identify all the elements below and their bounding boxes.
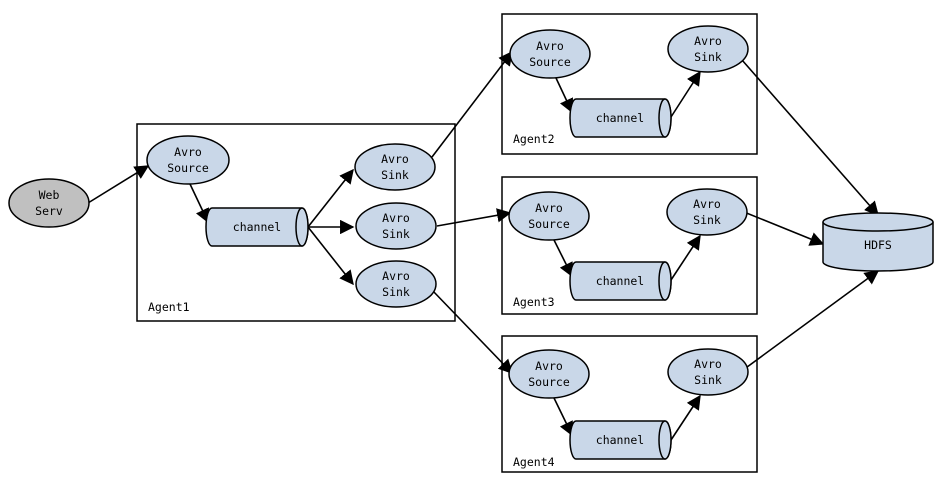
agent2-sink-line1: Avro [694,34,722,48]
agent3-sink-node: Avro Sink [666,188,748,236]
agent4-sink-line1: Avro [694,357,722,371]
edge-agent4-source-to-channel [553,397,573,437]
edge-agent1-channel-to-sink1 [307,168,354,228]
edge-agent3-channel-to-sink [670,234,701,281]
agent4-sink-line2: Sink [694,373,722,387]
edge-agent4-sink-to-hdfs [742,270,880,371]
agent3-sink-line2: Sink [693,213,721,227]
web-server-label-line2: Serv [35,204,63,218]
edge-agent1-sink1-to-agent2-source [431,50,513,158]
edge-agent2-channel-to-sink [670,70,701,118]
agent2-label: Agent2 [513,132,555,146]
agent1-sink1-line2: Sink [381,168,409,182]
agent3-sink-line1: Avro [693,197,721,211]
agent1-source-node: Avro Source [146,135,230,185]
hdfs-label: HDFS [864,238,892,252]
agent1-label: Agent1 [148,300,190,314]
agent1-sink2-node: Avro Sink [355,202,437,250]
edge-agent3-source-to-channel [553,239,573,278]
edge-agent2-source-to-channel [555,77,573,114]
agent3-source-line2: Source [528,217,570,231]
agent1-channel-label: channel [233,220,281,234]
agent4-source-node: Avro Source [508,349,590,399]
edge-agent1-source-to-channel [189,183,209,224]
web-server-node: Web Serv [8,178,90,228]
agent4-source-line1: Avro [535,359,563,373]
agent4-channel-label: channel [596,433,644,447]
agent1-sink3-line1: Avro [382,269,410,283]
agent3-source-node: Avro Source [508,191,590,241]
agent1-sink3-node: Avro Sink [355,260,437,308]
agent4-channel-node: channel [569,420,672,460]
hdfs-storage-node: HDFS [822,212,934,272]
edges [87,50,880,441]
agent1-sink2-line1: Avro [382,211,410,225]
agent1-source-line1: Avro [174,145,202,159]
agent1-channel-node: channel [205,207,309,247]
agent1-sink2-line2: Sink [382,227,410,241]
agent2-source-line2: Source [529,55,571,69]
edge-agent1-sink3-to-agent4-source [431,289,513,375]
edge-agent3-sink-to-hdfs [743,211,825,246]
agent3-source-line1: Avro [535,201,563,215]
agent2-sink-line2: Sink [694,50,722,64]
edge-agent2-sink-to-hdfs [741,59,879,217]
agent2-source-node: Avro Source [509,29,591,79]
edge-agent1-channel-to-sink3 [307,226,354,286]
agent4-sink-node: Avro Sink [667,348,749,396]
agent4-source-line2: Source [528,375,570,389]
agent2-channel-node: channel [569,98,672,138]
agent3-channel-label: channel [596,274,644,288]
edge-agent4-channel-to-sink [670,394,701,441]
agent1-sink1-line1: Avro [381,152,409,166]
agent3-channel-node: channel [569,261,672,301]
agent4-label: Agent4 [513,455,555,469]
agent3-label: Agent3 [513,295,555,309]
edge-web-to-agent1-source [87,165,150,204]
agent2-channel-label: channel [596,111,644,125]
agent1-sink1-node: Avro Sink [354,143,436,191]
web-server-label-line1: Web [39,188,60,202]
edge-agent1-sink2-to-agent3-source [436,208,512,227]
agent1-sink3-line2: Sink [382,285,410,299]
agent2-sink-node: Avro Sink [667,25,749,73]
agent1-source-line2: Source [167,161,209,175]
agent2-source-line1: Avro [536,39,564,53]
